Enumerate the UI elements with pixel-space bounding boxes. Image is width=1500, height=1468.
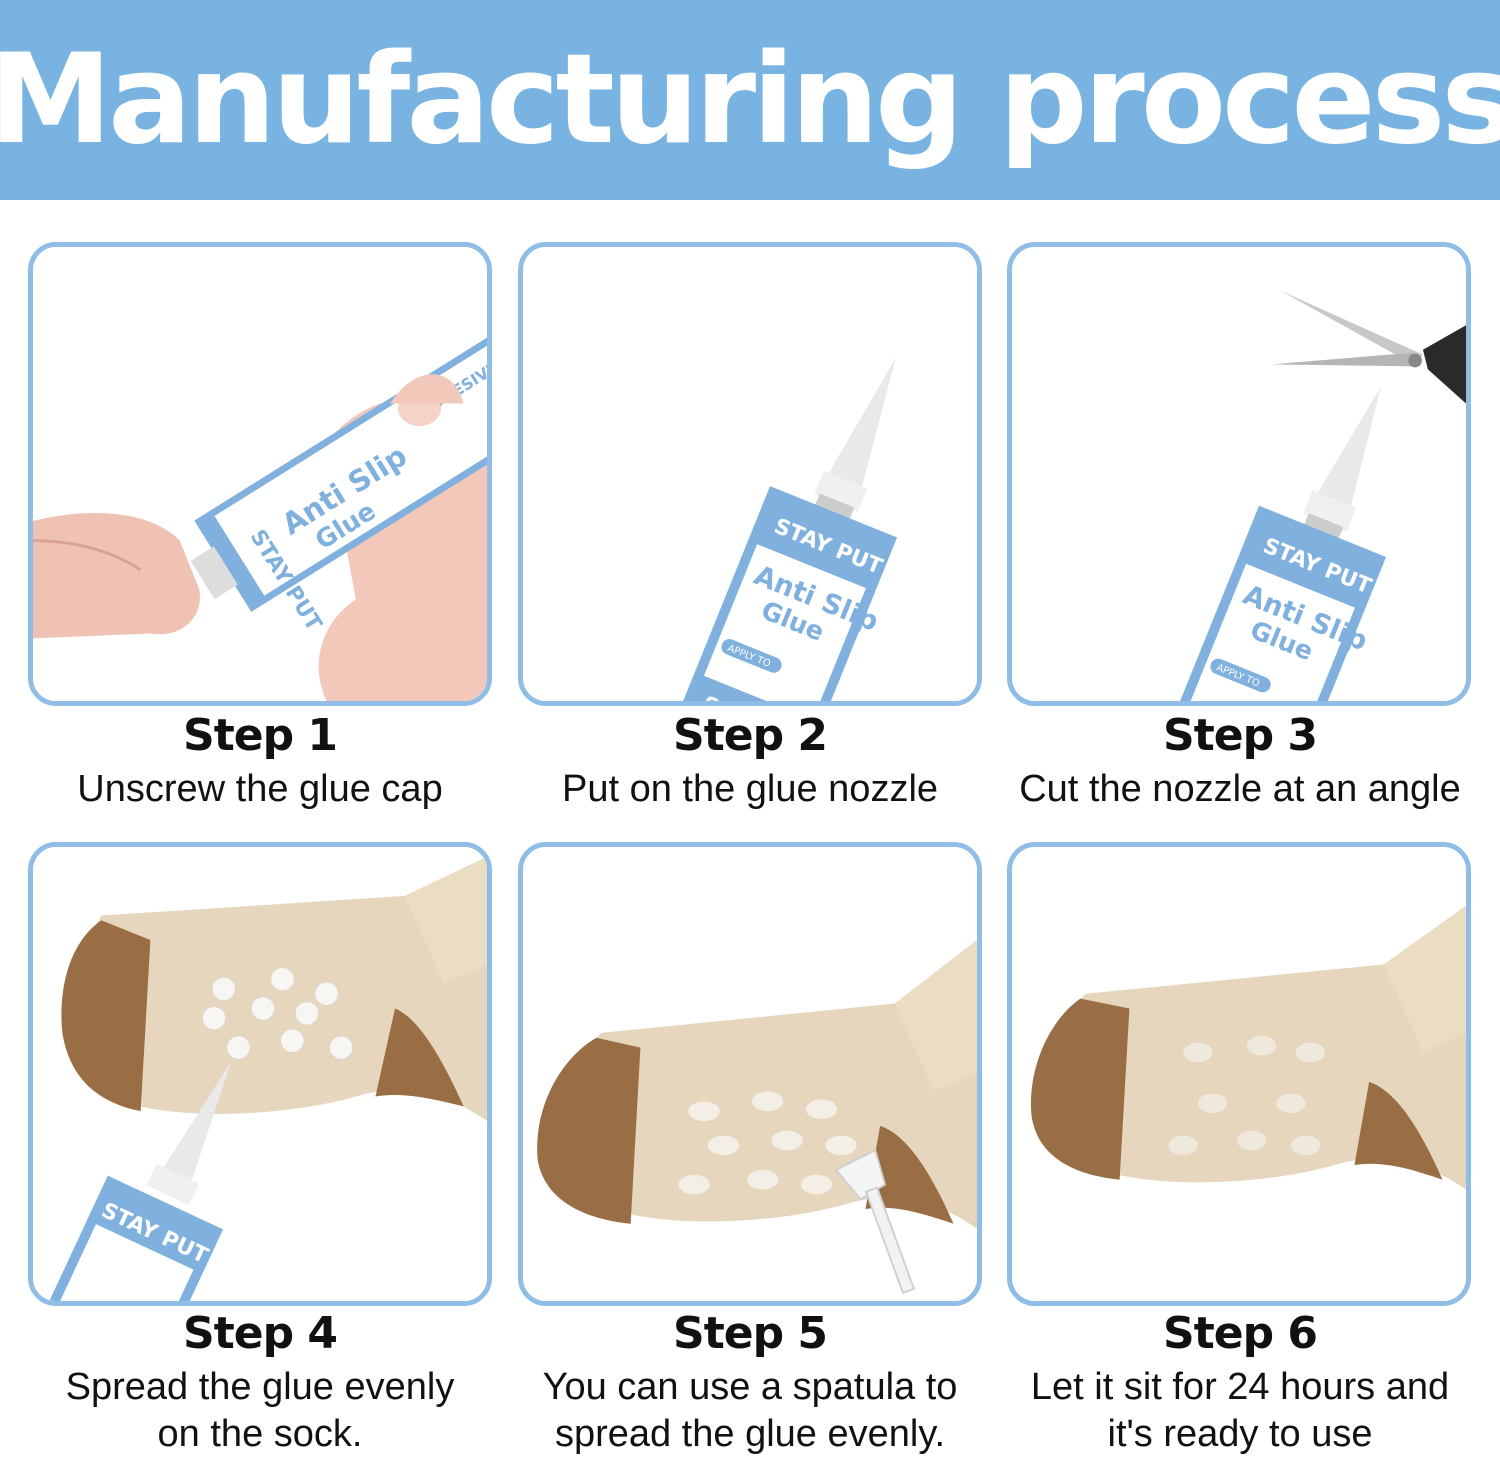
dried-sock-illustration [1012,847,1466,1301]
step-5-desc-line-2: spread the glue evenly. [554,1413,946,1456]
step-5-image [518,842,982,1306]
step-2-caption: Step 2 Put on the glue nozzle [505,710,995,813]
cut-nozzle-illustration: STAY PUT Anti Slip Glue APPLY TO [1012,247,1466,701]
scissors-icon [1271,291,1466,404]
step-5-caption: Step 5 You can use a spatula to spread t… [505,1308,995,1458]
step-3-image: STAY PUT Anti Slip Glue APPLY TO [1007,242,1471,706]
step-1-title: Step 1 [183,710,338,761]
step-3-desc: Cut the nozzle at an angle [1019,768,1461,811]
step-1-desc: Unscrew the glue cap [77,768,443,811]
step-4-image: STAY PUT [28,842,492,1306]
step-4-desc-line-2: on the sock. [157,1413,363,1456]
step-4-caption: Step 4 Spread the glue evenly on the soc… [15,1308,505,1458]
page-title: Manufacturing process [0,28,1500,172]
glue-dots [678,1091,857,1195]
step-4-desc: Spread the glue evenly on the sock. [15,1364,505,1457]
step-5-desc-line-1: You can use a spatula to [542,1366,958,1409]
step-2-desc: Put on the glue nozzle [561,768,939,811]
step-5-title: Step 5 [673,1308,828,1359]
spatula-icon [834,1148,916,1295]
step-6-image [1007,842,1471,1306]
step-6-desc-line-2: it's ready to use [1107,1413,1373,1456]
title-banner: Manufacturing process [0,0,1500,200]
step-6-title: Step 6 [1163,1308,1318,1359]
spatula-sock-illustration [523,847,977,1301]
nozzle-tube-illustration: STAY PUT Anti Slip Glue APPLY TO SOFT [523,247,977,701]
step-2-title: Step 2 [673,710,828,761]
step-3-caption: Step 3 Cut the nozzle at an angle [995,710,1485,813]
step-6-caption: Step 6 Let it sit for 24 hours and it's … [995,1308,1485,1458]
step-3-title: Step 3 [1163,710,1318,761]
unscrew-cap-illustration: STAY PUT Anti Slip Glue ADHESIVE [33,247,487,701]
step-4-title: Step 4 [183,1308,338,1359]
step-4-desc-line-1: Spread the glue evenly [65,1366,455,1409]
step-1-image: STAY PUT Anti Slip Glue ADHESIVE [28,242,492,706]
step-2-image: STAY PUT Anti Slip Glue APPLY TO SOFT [518,242,982,706]
step-5-desc: You can use a spatula to spread the glue… [505,1364,995,1457]
glue-dots [1168,1035,1326,1156]
glue-dots-sock-illustration: STAY PUT [33,847,487,1301]
step-6-desc: Let it sit for 24 hours and it's ready t… [995,1364,1485,1457]
step-6-desc-line-1: Let it sit for 24 hours and [1030,1366,1450,1409]
glue-dots [201,966,354,1060]
step-1-caption: Step 1 Unscrew the glue cap [15,710,505,813]
